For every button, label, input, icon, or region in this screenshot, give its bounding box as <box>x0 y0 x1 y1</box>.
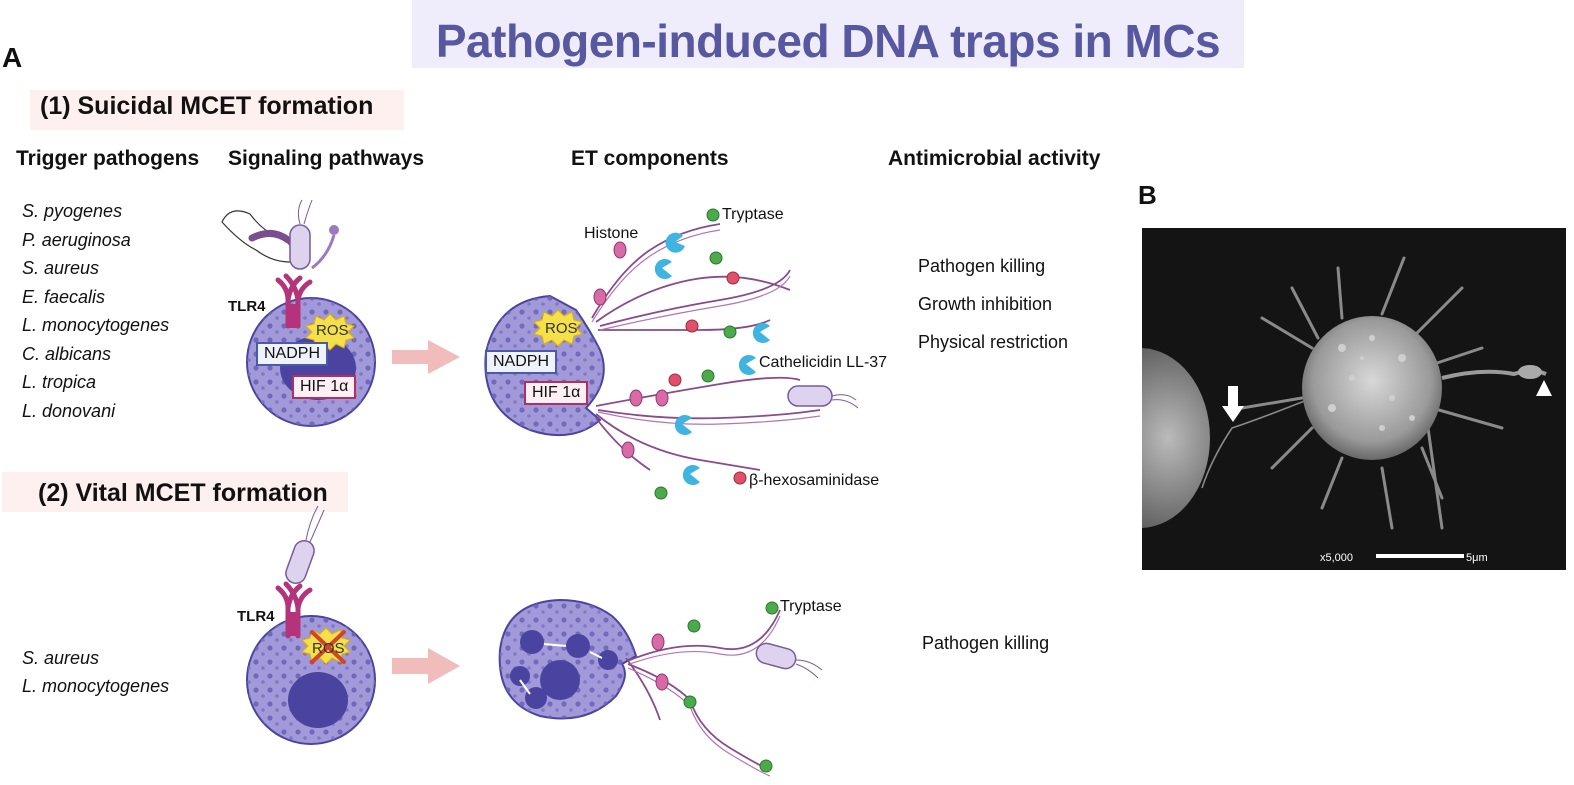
hif1a-box: HIF 1α <box>524 381 589 405</box>
nadph-box: NADPH <box>256 342 329 366</box>
panel-label-b: B <box>1138 180 1157 210</box>
pathogen-cluster-icon <box>221 199 339 270</box>
ros-label: ROS <box>545 320 578 337</box>
scale-bar-label: 5μm <box>1466 552 1488 564</box>
mast-cell-et-2 <box>498 598 638 720</box>
pathogen-item: S. pyogenes <box>22 201 123 221</box>
histone-icon <box>593 241 669 459</box>
pathogen-item: L. monocytogenes <box>22 315 170 335</box>
tryptase-label: Tryptase <box>722 206 784 223</box>
arrow-icon <box>1222 386 1244 422</box>
ros-burst-icon <box>533 309 583 347</box>
activity-item: Growth inhibition <box>918 294 1053 314</box>
histone-label: Histone <box>584 225 639 242</box>
ros-label: ROS <box>312 640 345 657</box>
micrograph-drawing <box>1142 228 1566 570</box>
pathogen-item: C. albicans <box>22 344 112 364</box>
activity-item: Pathogen killing <box>918 256 1046 276</box>
pathogen-item: E. faecalis <box>22 287 106 307</box>
ros-burst-icon <box>305 313 355 351</box>
pathogen-item: L. donovani <box>22 401 116 421</box>
section2-title: (2) Vital MCET formation <box>38 479 328 507</box>
arrowhead-icon <box>1536 380 1552 396</box>
cathelicidin-label: Cathelicidin LL-37 <box>759 354 888 371</box>
section1-title: (1) Suicidal MCET formation <box>40 92 374 120</box>
tryptase-label: Tryptase <box>780 598 842 615</box>
tlr4-label: TLR4 <box>237 608 275 625</box>
pathogen-item: L. tropica <box>22 372 97 392</box>
hexosaminidase-icon <box>668 271 747 485</box>
title-background <box>412 0 1244 68</box>
ros-inhibited-icon <box>301 627 351 665</box>
pathogen-item: P. aeruginosa <box>22 230 131 250</box>
tlr4-receptor-icon <box>275 273 313 329</box>
sem-micrograph: x5,000 5μm <box>1142 228 1566 570</box>
tlr4-label: TLR4 <box>228 298 266 315</box>
tryptase-icon <box>683 601 779 773</box>
panel-label-a: A <box>2 42 23 73</box>
dna-strands <box>591 223 821 471</box>
process-arrow <box>392 648 460 684</box>
section1-title-background <box>30 90 404 130</box>
cathelicidin-icon <box>654 232 770 485</box>
nadph-box: NADPH <box>485 350 558 374</box>
pathogen-item: S. aureus <box>22 648 100 668</box>
pathogen-item: S. aureus <box>22 258 100 278</box>
ros-label: ROS <box>316 322 349 339</box>
pathogen-item: L. monocytogenes <box>22 676 170 696</box>
header-signaling-pathways: Signaling pathways <box>228 147 425 170</box>
section2-title-background <box>2 472 348 512</box>
header-antimicrobial-activity: Antimicrobial activity <box>888 147 1101 170</box>
dna-strands <box>591 229 821 425</box>
bacterium-icon <box>787 385 859 409</box>
magnification-label: x5,000 <box>1320 552 1354 564</box>
histone-icon <box>651 633 669 691</box>
header-trigger-pathogens: Trigger pathogens <box>16 147 200 170</box>
bacterium-icon <box>755 642 823 679</box>
activity-item: Pathogen killing <box>922 633 1050 653</box>
bacterium-icon <box>285 505 325 585</box>
header-et-components: ET components <box>571 147 729 170</box>
figure-title: Pathogen-induced DNA traps in MCs <box>435 15 1221 67</box>
dna-strands <box>625 609 781 771</box>
activity-item: Physical restriction <box>918 332 1069 352</box>
process-arrow <box>392 340 460 374</box>
hif1a-box: HIF 1α <box>292 375 357 399</box>
hexosaminidase-label: β-hexosaminidase <box>749 472 880 489</box>
tryptase-icon <box>654 208 737 500</box>
tlr4-receptor-icon <box>275 581 313 639</box>
